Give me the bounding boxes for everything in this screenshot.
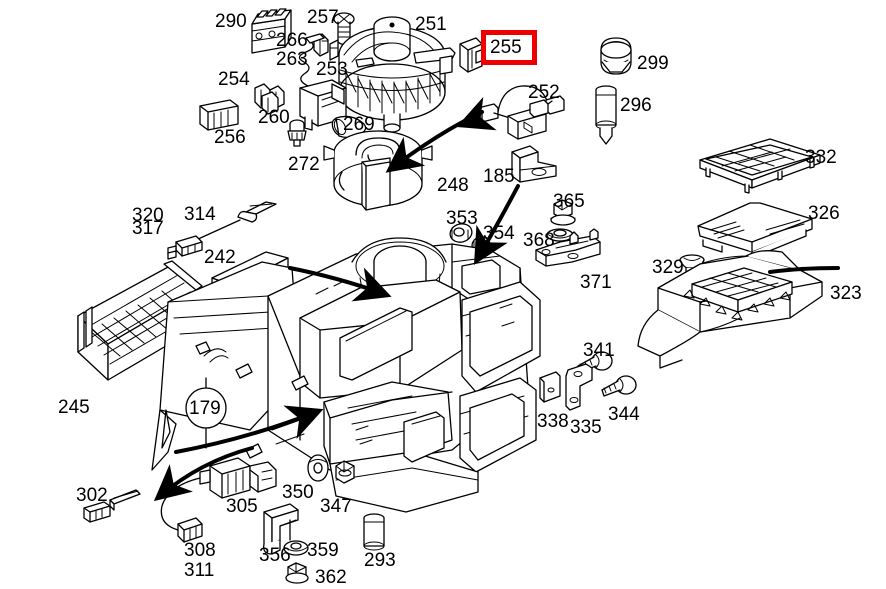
part-356-bracket (263, 503, 299, 555)
part-label-314: 314 (184, 204, 216, 225)
part-label-290: 290 (215, 11, 247, 32)
part-332-filter-frame (699, 138, 821, 194)
part-371-bracket (535, 228, 601, 267)
part-344-screw (601, 375, 637, 397)
part-label-257: 257 (307, 7, 339, 28)
part-299-hose-clamp (600, 37, 632, 75)
part-label-341: 341 (583, 340, 615, 361)
part-179-hvac-housing (151, 237, 541, 513)
part-label-354: 354 (483, 223, 515, 244)
part-label-326: 326 (808, 203, 840, 224)
part-314-temp-sensor (167, 201, 277, 260)
assembly-arrows (153, 96, 840, 502)
part-323-air-duct (637, 250, 823, 369)
part-260-bracket (261, 91, 279, 115)
part-302-pin (83, 489, 141, 523)
part-label-254: 254 (218, 69, 250, 90)
part-label-350: 350 (282, 482, 314, 503)
part-label-293: 293 (364, 550, 396, 571)
part-label-302: 302 (76, 485, 108, 506)
part-293-sleeve (363, 513, 385, 551)
part-label-308: 308 (184, 540, 216, 561)
part-label-256: 256 (214, 127, 246, 148)
part-347-nut (335, 460, 355, 484)
part-362-nut (285, 562, 309, 584)
callout-label-179: 179 (189, 398, 221, 419)
part-label-263: 263 (276, 49, 308, 70)
part-label-272: 272 (288, 154, 320, 175)
part-248-fan-scroll (323, 130, 433, 211)
part-185-bracket (511, 145, 557, 183)
part-255-bracket (459, 37, 485, 73)
part-label-253: 253 (316, 59, 348, 80)
part-272-grommet (287, 119, 307, 147)
part-label-242: 242 (204, 247, 236, 268)
part-335-bracket (565, 363, 593, 411)
part-326-cover (697, 202, 813, 259)
part-350-washer (307, 454, 329, 482)
part-label-335: 335 (570, 417, 602, 438)
part-label-362: 362 (315, 567, 347, 588)
part-label-317: 317 (132, 218, 164, 239)
part-label-320: 320 (132, 205, 164, 226)
part-353-washer (449, 223, 473, 243)
part-290-relay-block (251, 8, 292, 54)
part-359-washer (283, 540, 309, 556)
part-label-368: 368 (523, 230, 555, 251)
part-365-nut (550, 199, 576, 226)
part-label-332: 332 (805, 147, 837, 168)
part-256-connector (199, 99, 239, 131)
part-253-resistor (298, 33, 347, 131)
part-label-185: 185 (483, 166, 515, 187)
part-296-receiver-drier (595, 85, 617, 145)
part-label-323: 323 (830, 283, 862, 304)
part-label-269: 269 (343, 114, 375, 135)
part-label-365: 365 (553, 191, 585, 212)
part-label-252: 252 (528, 82, 560, 103)
part-label-347: 347 (320, 496, 352, 517)
part-label-353: 353 (446, 208, 478, 229)
part-label-305: 305 (226, 496, 258, 517)
part-label-245: 245 (58, 397, 90, 418)
part-label-248: 248 (437, 175, 469, 196)
part-label-311: 311 (184, 560, 215, 581)
part-label-251: 251 (415, 14, 447, 35)
part-label-359: 359 (307, 540, 339, 561)
part-251-blower-motor (338, 16, 456, 133)
part-368-washer (546, 228, 574, 242)
part-263-clip (329, 39, 339, 61)
part-label-344: 344 (608, 404, 640, 425)
highlighted-part-label-255: 255 (490, 37, 522, 58)
part-label-356: 356 (259, 545, 291, 566)
part-label-371: 371 (580, 272, 612, 293)
part-label-266: 266 (276, 30, 308, 51)
part-305-actuator (160, 457, 277, 543)
part-label-329: 329 (652, 257, 684, 278)
part-338-clip (539, 371, 561, 403)
part-label-338: 338 (537, 411, 569, 432)
part-label-296: 296 (620, 95, 652, 116)
part-label-260: 260 (258, 107, 290, 128)
part-label-299: 299 (637, 53, 669, 74)
